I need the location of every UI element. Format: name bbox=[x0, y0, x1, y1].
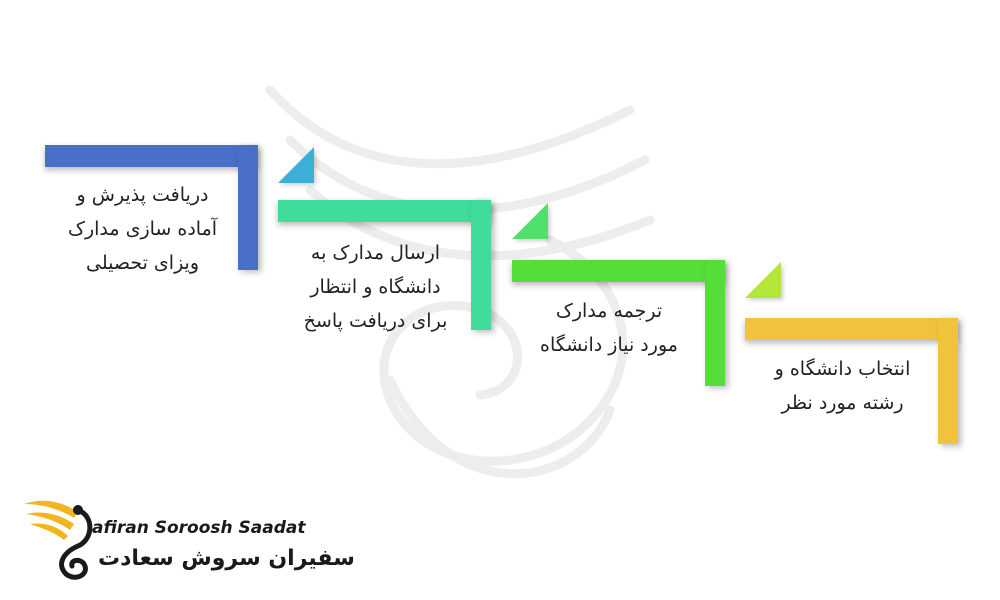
step-4-bracket-side bbox=[938, 318, 958, 444]
step-1-bracket-side bbox=[238, 145, 258, 270]
step-3-bracket-side bbox=[705, 260, 725, 386]
step-3-line-1: ترجمه مدارک bbox=[555, 300, 663, 322]
step-3-bracket-top bbox=[512, 260, 725, 282]
step-2-bracket-top bbox=[278, 200, 491, 222]
step-1-line-3: ویزای تحصیلی bbox=[85, 252, 200, 274]
step-2-line-3: برای دریافت پاسخ bbox=[303, 310, 448, 332]
wing-logo-icon bbox=[24, 500, 93, 580]
logo-english-text: afiran Soroosh Saadat bbox=[92, 518, 306, 538]
step-4-text: انتخاب دانشگاه و رشته مورد نظر bbox=[750, 352, 935, 420]
step-arrow-1 bbox=[278, 147, 314, 183]
step-1-line-2: آماده سازی مدارک bbox=[67, 218, 218, 240]
step-arrow-3 bbox=[745, 262, 781, 298]
step-1-bracket-top bbox=[45, 145, 258, 167]
step-2-bracket-side bbox=[471, 200, 491, 330]
step-3-line-2: مورد نیاز دانشگاه bbox=[540, 334, 678, 356]
brand-logo: afiran Soroosh Saadat سفیران سروش سعادت bbox=[20, 490, 355, 590]
step-4-bracket-top bbox=[745, 318, 958, 340]
step-2-line-2: دانشگاه و انتظار bbox=[310, 276, 441, 298]
step-2-line-1: ارسال مدارک به bbox=[310, 242, 441, 264]
step-1-text: دریافت پذیرش و آماده سازی مدارک ویزای تح… bbox=[50, 178, 235, 280]
step-arrow-2 bbox=[512, 203, 548, 239]
step-4-line-1: انتخاب دانشگاه و bbox=[774, 358, 911, 380]
step-1-line-1: دریافت پذیرش و bbox=[76, 184, 209, 206]
logo-persian-text: سفیران سروش سعادت bbox=[98, 546, 355, 571]
step-3-text: ترجمه مدارک مورد نیاز دانشگاه bbox=[515, 294, 703, 362]
step-4-line-2: رشته مورد نظر bbox=[781, 392, 904, 414]
step-2-text: ارسال مدارک به دانشگاه و انتظار برای دری… bbox=[283, 236, 468, 338]
